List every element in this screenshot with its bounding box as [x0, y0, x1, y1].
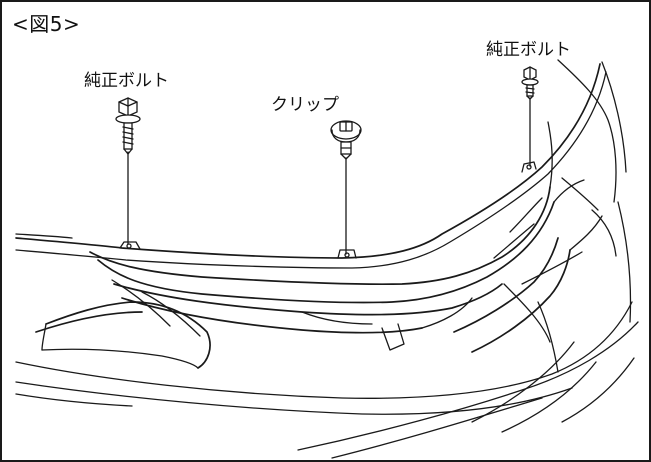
mounting-points: [119, 161, 537, 259]
leader-lines: [127, 97, 531, 255]
figure-number-label: <図5>: [12, 12, 81, 36]
right-side-vents: [453, 177, 617, 353]
clip-label: クリップ: [271, 95, 339, 115]
left-bolt-label: 純正ボルト: [84, 71, 169, 91]
clip-icon: [330, 120, 362, 160]
left-bolt-icon: [115, 97, 141, 155]
grille-upper-strip: [89, 121, 585, 304]
lower-bumper-contours: [15, 201, 639, 459]
right-bolt-label: 純正ボルト: [486, 40, 571, 60]
left-fog-lamp-area: [35, 279, 211, 369]
grille-lower-opening: [113, 283, 551, 351]
right-bolt-icon: [521, 66, 539, 100]
left-bolt-hole: [126, 243, 132, 249]
